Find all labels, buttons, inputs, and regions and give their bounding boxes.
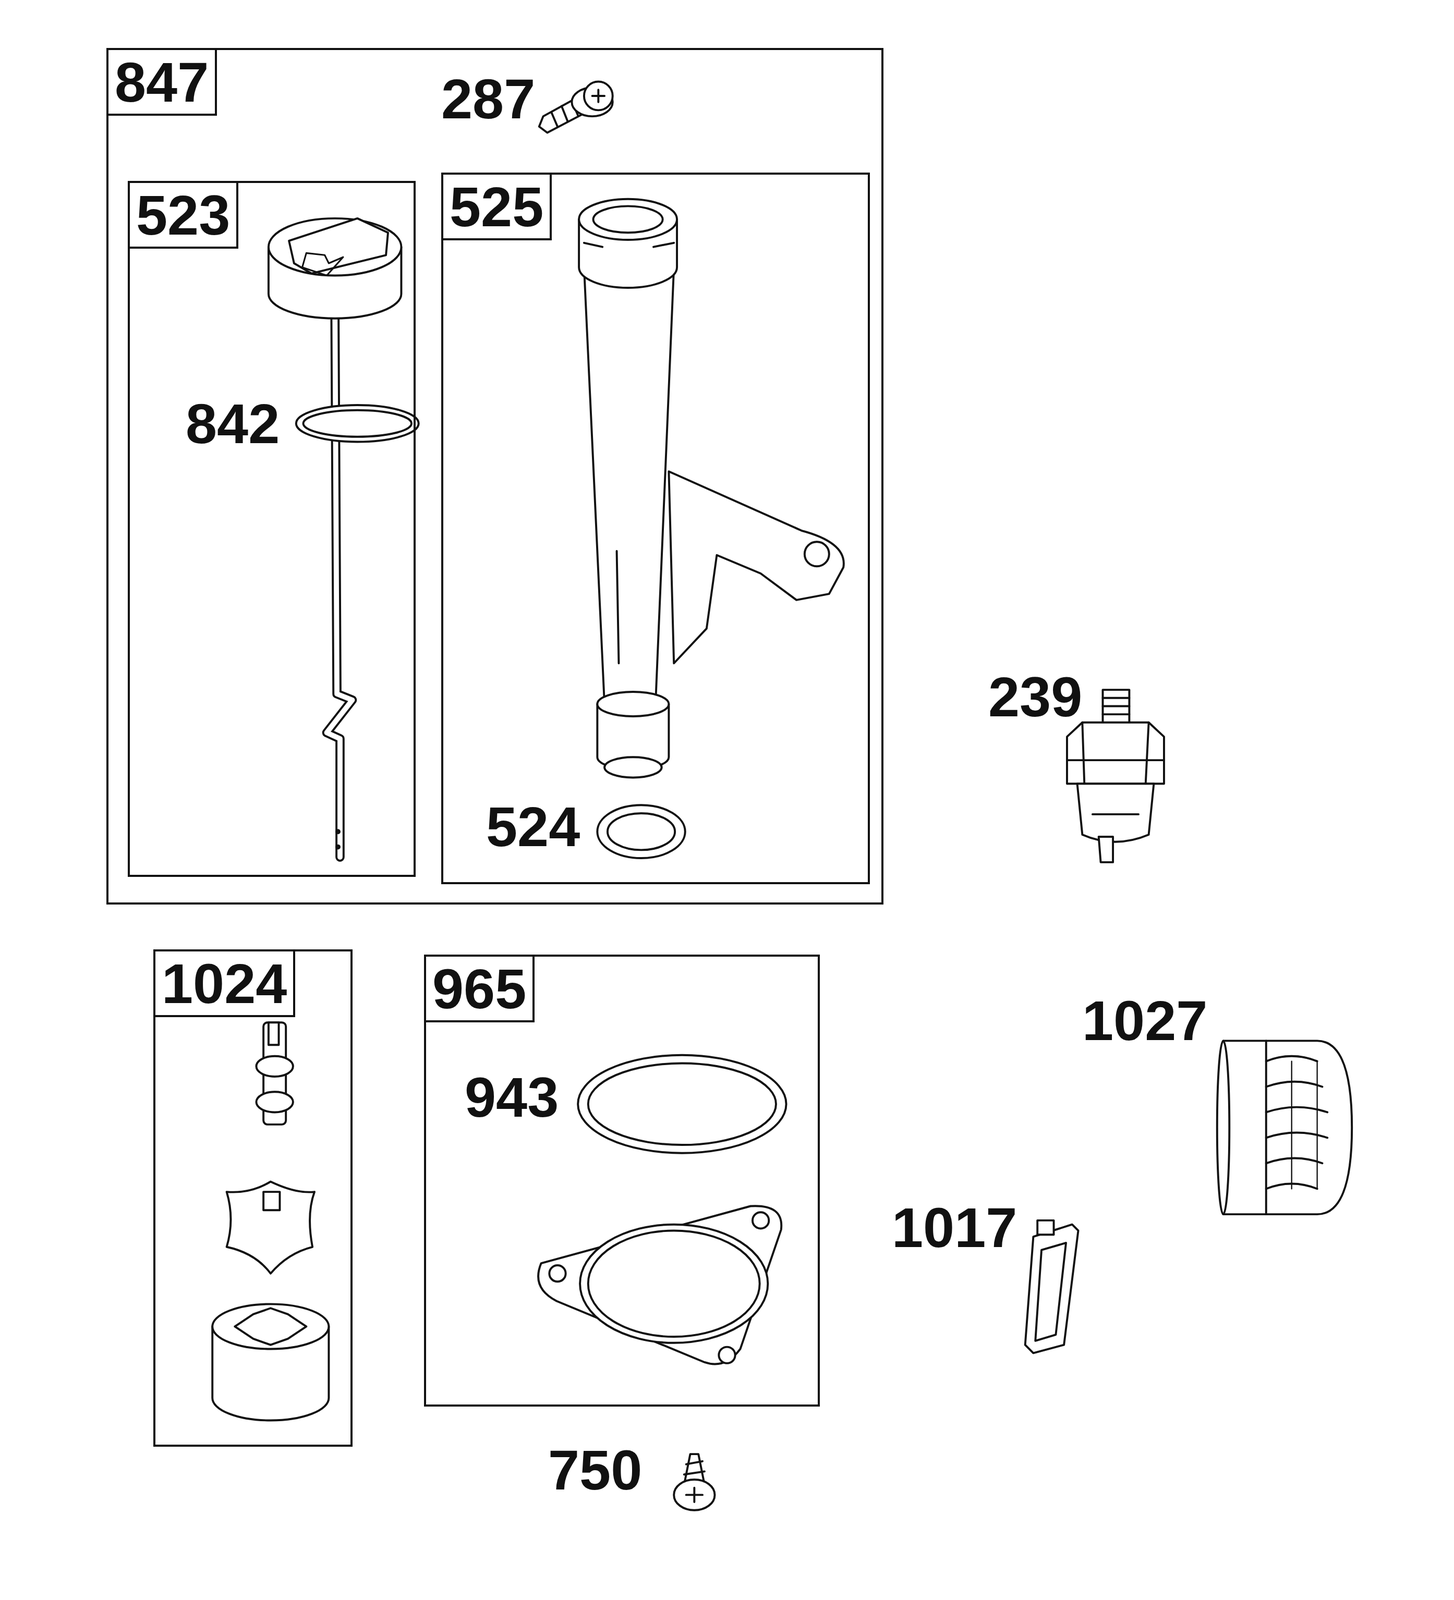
screw-287 [539, 81, 613, 133]
cover-plate-965-shape [752, 1212, 769, 1229]
cover-plate-965-shape [538, 1206, 782, 1365]
dipstick-523-shape [268, 218, 402, 276]
callout-number: 239 [988, 669, 1083, 726]
dipstick-tube-525-shape [668, 471, 844, 664]
dipstick-tube-525-shape [584, 267, 674, 705]
cover-plate-965 [538, 1206, 782, 1365]
dipstick-tube-525 [578, 199, 844, 779]
gasket-943-shape [588, 1063, 777, 1146]
callout-number: 287 [441, 70, 536, 128]
group-number: 525 [443, 174, 552, 241]
part-1017-shape [1035, 1243, 1066, 1342]
part-group-box: 525 [441, 172, 870, 885]
oil-pump-1024-shape [263, 1192, 280, 1211]
callout-number: 524 [486, 798, 580, 856]
dipstick-523-shape [336, 845, 340, 850]
oil-pressure-switch-239-shape [1077, 783, 1155, 843]
part-group-box: 1024 [153, 949, 353, 1448]
seal-524-shape [607, 813, 675, 851]
callout-number: 943 [464, 1069, 559, 1126]
dipstick-tube-525-shape [578, 199, 677, 240]
part-1017 [1025, 1220, 1079, 1354]
dipstick-523-shape [288, 218, 389, 274]
screw-750-shape [684, 1461, 705, 1475]
screw-287-shape [592, 89, 605, 102]
screw-750-shape [673, 1480, 715, 1511]
oil-pump-1024-shape [226, 1182, 315, 1275]
oil-filter-1027 [1217, 1040, 1352, 1215]
oil-pressure-switch-239-shape [1102, 698, 1130, 715]
dipstick-523-shape [336, 830, 340, 834]
gasket-943-shape [577, 1055, 786, 1154]
dipstick-tube-525-shape [584, 243, 674, 248]
seal-524-shape [597, 805, 685, 859]
o-ring-842 [296, 405, 419, 442]
part-1017-shape [1037, 1220, 1054, 1235]
oil-pump-1024-shape [234, 1308, 307, 1346]
dipstick-tube-525-shape [616, 551, 620, 664]
group-number: 847 [108, 50, 217, 116]
part-1017-shape [1025, 1225, 1079, 1354]
callout-number: 750 [548, 1442, 642, 1499]
oil-pump-1024-shape [212, 1304, 329, 1350]
dipstick-tube-525-shape [804, 541, 830, 567]
o-ring-842-shape [303, 410, 412, 438]
callout-number: 842 [185, 395, 280, 453]
dipstick-523-shape [302, 252, 344, 276]
dipstick-523 [268, 218, 402, 858]
oil-pump-1024-shape [256, 1092, 293, 1113]
dipstick-tube-525-shape [593, 206, 663, 233]
group-number: 523 [129, 183, 239, 249]
oil-pressure-switch-239-shape [1092, 813, 1139, 816]
oil-pressure-switch-239-shape [1067, 722, 1165, 784]
o-ring-842-shape [296, 405, 419, 442]
oil-filter-1027-shape [1217, 1040, 1230, 1215]
part-group-box: 965 [423, 954, 820, 1408]
cover-plate-965-shape [718, 1347, 735, 1364]
gasket-943 [577, 1055, 786, 1154]
oil-pump-1024 [212, 1022, 329, 1421]
dipstick-523-shape [326, 306, 353, 858]
dipstick-tube-525-shape [604, 757, 662, 778]
group-number: 965 [426, 956, 535, 1023]
oil-filter-1027-shape [1291, 1061, 1318, 1190]
oil-filter-1027-shape [1223, 1040, 1353, 1215]
cover-plate-965-shape [588, 1230, 760, 1338]
oil-pump-1024-shape [256, 1056, 293, 1077]
oil-pressure-switch-239-shape [1067, 722, 1165, 784]
part-group-box: 847 523 525 [106, 47, 884, 905]
parts-illustration-shape [212, 81, 1352, 1511]
seal-524 [597, 805, 685, 859]
callout-number: 1027 [1082, 992, 1208, 1050]
cover-plate-965-shape [549, 1265, 566, 1282]
dipstick-tube-525-shape [597, 692, 669, 717]
cover-plate-965-shape [579, 1225, 768, 1344]
screw-287-shape [584, 81, 613, 111]
screw-750 [673, 1454, 715, 1511]
oil-pump-1024-shape [268, 1022, 280, 1046]
oil-filter-1027-shape [1266, 1056, 1328, 1190]
oil-pressure-switch-239-shape [1102, 689, 1130, 725]
callout-number: 1017 [891, 1200, 1017, 1257]
group-number: 1024 [155, 951, 296, 1018]
screw-750-shape [686, 1488, 703, 1503]
oil-pressure-switch-239-shape [1098, 837, 1113, 863]
dipstick-523-shape [326, 306, 353, 858]
part-group-box: 523 [127, 180, 416, 878]
